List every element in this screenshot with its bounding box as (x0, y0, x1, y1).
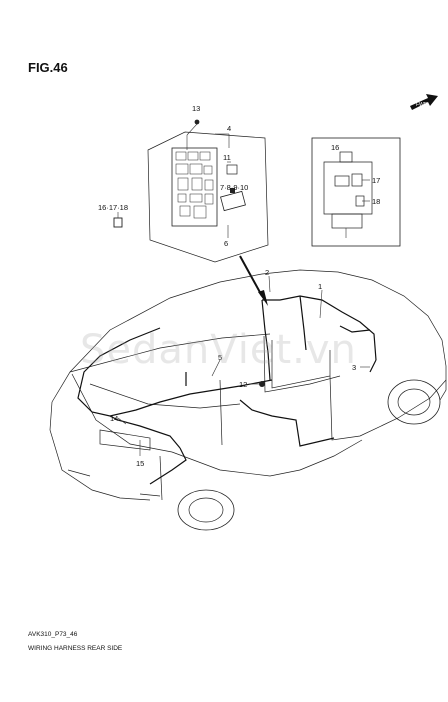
connector-16-17-18 (113, 212, 123, 228)
car-body (49, 269, 447, 531)
callout-6: 6 (224, 239, 228, 248)
wiring-harness (77, 295, 377, 485)
callout-16-17-18: 16·17·18 (98, 203, 128, 212)
figure-caption: WIRING HARNESS REAR SIDE (28, 645, 123, 652)
callout-4: 5 (218, 353, 222, 362)
callout-16: 16 (331, 143, 339, 152)
part-12-grommet (249, 381, 265, 387)
callout-17: 17 (372, 176, 380, 185)
callout-11: 11 (223, 153, 231, 162)
relay-box-group (311, 137, 401, 247)
callout-13: 13 (192, 104, 200, 113)
callout-14: 14 (110, 414, 118, 423)
figure-title: FIG.46 (28, 60, 68, 75)
callout-1: 1 (318, 282, 322, 291)
callout-3: 3 (352, 363, 356, 372)
callout-2: 2 (265, 268, 269, 277)
figure-code: AVK310_P73_46 (28, 631, 78, 638)
fwd-label: FWD (416, 102, 428, 108)
leader-lines (117, 275, 370, 456)
callout-18: 18 (372, 197, 380, 206)
forward-arrow-icon: FWD (410, 94, 438, 110)
callout-5: 4 (227, 124, 231, 133)
callout-15: 15 (136, 459, 144, 468)
pointer-arrow (239, 255, 268, 306)
callout-7-8-9-10: 7·8·9·10 (220, 183, 248, 192)
fuse-box-group (147, 119, 269, 263)
callout-12: 12 (239, 380, 247, 389)
